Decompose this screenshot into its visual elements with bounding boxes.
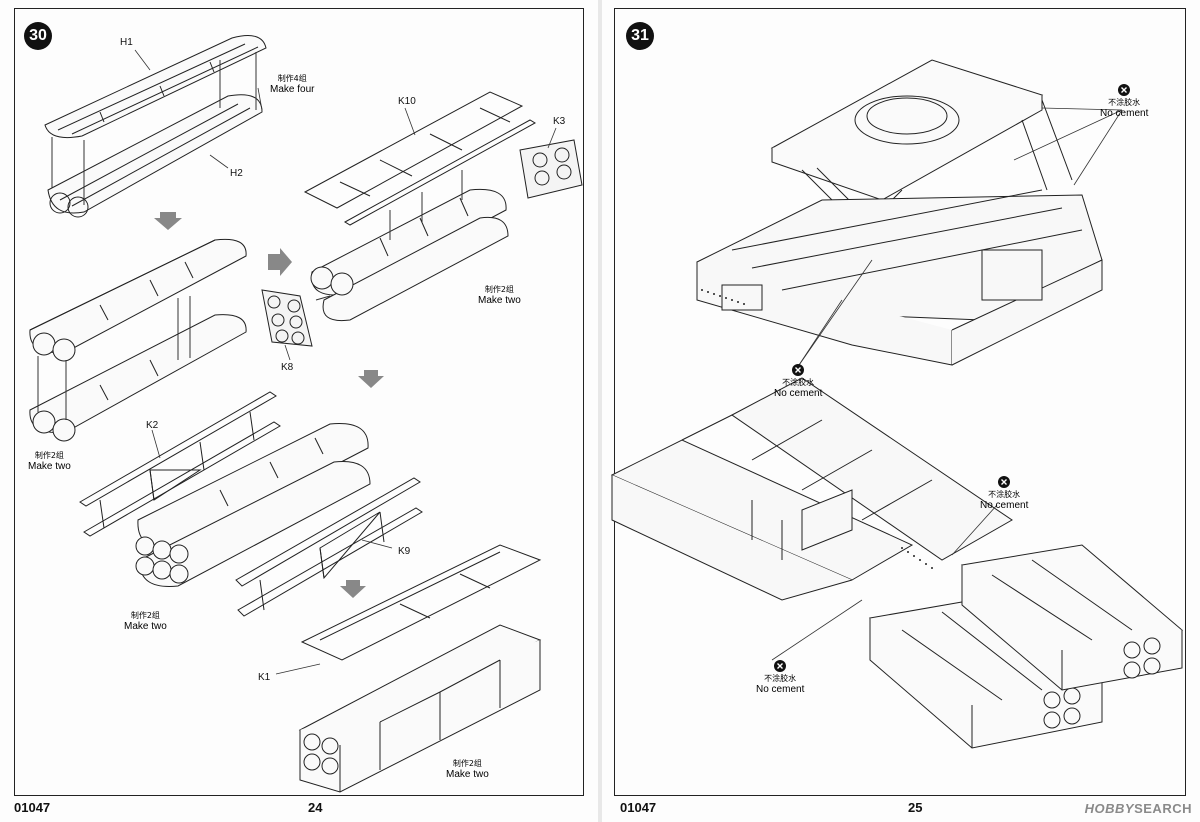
no-glue-icon	[998, 476, 1011, 488]
turntable-platform	[770, 59, 1044, 201]
tube-bundle-large	[135, 423, 371, 587]
no-glue-icon	[1118, 84, 1131, 96]
quantity-note: 制作2组 Make two	[446, 758, 489, 780]
catalog-number: 01047	[14, 800, 51, 815]
assembly-arrow-icon	[154, 212, 384, 598]
part-h2-tray	[47, 94, 263, 218]
note-english: No cement	[1100, 108, 1149, 119]
part-k3-plate	[519, 139, 583, 199]
note-english: No cement	[980, 500, 1029, 511]
note-english: Make two	[478, 295, 521, 306]
step-number-badge: 31	[626, 22, 654, 50]
note-english: No cement	[756, 684, 805, 695]
page-gutter	[598, 0, 602, 822]
note-english: Make four	[270, 84, 315, 95]
quantity-note: 制作4组 Make four	[270, 73, 314, 95]
step-31-diagram	[610, 59, 1184, 749]
tube-bundle-mid	[310, 188, 509, 322]
note-english: Make two	[28, 461, 71, 472]
quantity-note: 制作2组 Make two	[124, 610, 167, 632]
part-label-h1: H1	[120, 37, 133, 48]
note-chinese: 制作2组	[452, 759, 482, 768]
part-label-k3: K3	[553, 116, 566, 127]
right-page: 31 不涂胶水 No cement 不涂胶水 No cement 不涂胶水 No…	[602, 0, 1200, 822]
part-h1-cover	[44, 35, 267, 139]
right-page-frame	[614, 8, 1186, 796]
part-k10-frame	[303, 91, 537, 226]
watermark-brand: HOBBY	[1084, 801, 1135, 816]
no-cement-note: 不涂胶水 No cement	[980, 476, 1028, 511]
part-label-k9: K9	[398, 546, 411, 557]
left-page-frame	[14, 8, 584, 796]
no-cement-note: 不涂胶水 No cement	[774, 364, 822, 399]
note-chinese: 不涂胶水	[782, 378, 815, 387]
rivet-pattern	[701, 289, 745, 305]
step-30-diagram	[29, 35, 583, 793]
note-chinese: 不涂胶水	[764, 674, 797, 683]
part-label-k2: K2	[146, 420, 159, 431]
part-label-k10: K10	[398, 96, 416, 107]
no-glue-icon	[774, 660, 787, 672]
note-english: Make two	[446, 769, 489, 780]
rocket-pod-right	[960, 544, 1184, 691]
part-label-h2: H2	[230, 168, 243, 179]
note-english: Make two	[124, 621, 167, 632]
part-k1-frame	[300, 544, 542, 661]
watermark: HOBBYSEARCH	[1085, 801, 1192, 816]
note-chinese: 不涂胶水	[1108, 98, 1141, 107]
no-cement-note: 不涂胶水 No cement	[756, 660, 804, 695]
step-number-badge: 30	[24, 22, 52, 50]
tube-pair-upper	[29, 238, 247, 362]
tube-pair-lower	[29, 314, 247, 442]
part-label-k1: K1	[258, 672, 271, 683]
catalog-number: 01047	[620, 800, 657, 815]
rivet-pattern	[901, 547, 933, 569]
note-chinese: 制作2组	[130, 611, 160, 620]
quantity-note: 制作2组 Make two	[478, 284, 521, 306]
note-chinese: 不涂胶水	[988, 490, 1021, 499]
rocket-pod-left	[868, 594, 1104, 749]
watermark-suffix: SEARCH	[1134, 801, 1192, 816]
no-cement-note: 不涂胶水 No cement	[1100, 84, 1148, 119]
note-chinese: 制作4组	[277, 74, 307, 83]
note-chinese: 制作2组	[34, 451, 64, 460]
no-glue-icon	[792, 364, 805, 376]
left-page: 30 H1 H2 K10 K3 K8 K2 K9 K1 制作4组 Make fo…	[0, 0, 598, 822]
final-pod-assembly	[298, 624, 542, 793]
page-number: 25	[908, 800, 923, 815]
part-k2-frame	[79, 391, 281, 537]
note-chinese: 制作2组	[484, 285, 514, 294]
quantity-note: 制作2组 Make two	[28, 450, 71, 472]
launcher-chassis	[696, 189, 1103, 366]
note-english: No cement	[774, 388, 823, 399]
part-k9-frame	[235, 477, 423, 617]
launcher-bed	[610, 377, 1013, 601]
part-k8-plate	[261, 289, 313, 347]
page-number: 24	[308, 800, 323, 815]
part-label-k8: K8	[281, 362, 294, 373]
